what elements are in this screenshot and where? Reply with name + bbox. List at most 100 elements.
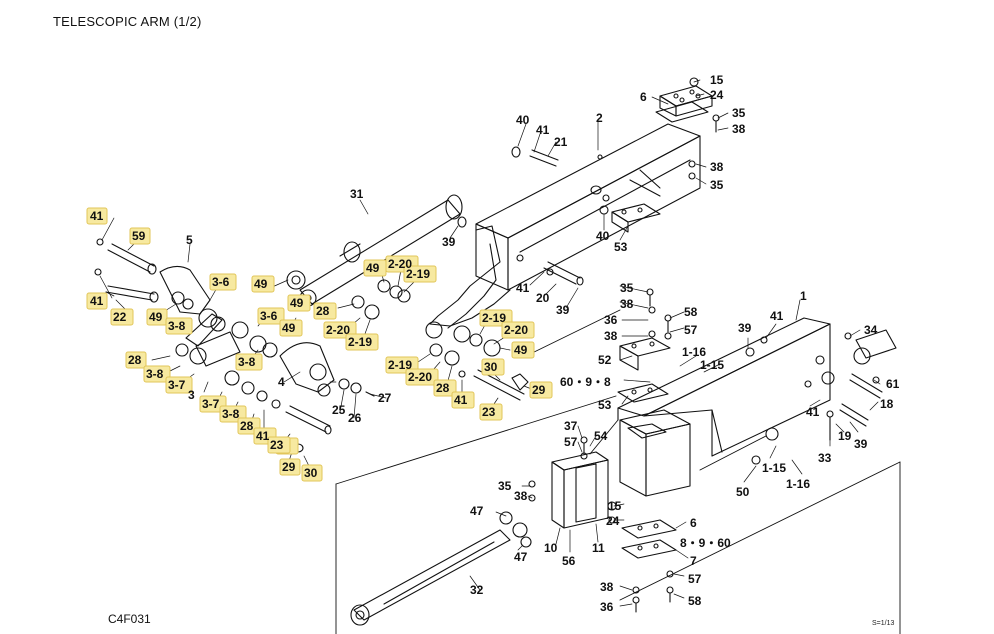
callout: 38 — [732, 122, 746, 136]
callout: 4 — [278, 375, 285, 389]
callout: 41 — [454, 393, 468, 407]
callout: 35 — [710, 178, 724, 192]
scale-note: S=1/13 — [872, 620, 895, 627]
callout: 23 — [270, 438, 284, 452]
middle-bushings — [351, 146, 584, 401]
part-callouts: 15 24 6 35 38 38 35 2 21 40 41 31 39 40 … — [90, 73, 900, 614]
callout: 22 — [113, 310, 127, 324]
callout: 3-8 — [238, 355, 256, 369]
callout: 3-6 — [212, 275, 230, 289]
callout: 49 — [282, 321, 296, 335]
lower-arm-box — [619, 409, 691, 497]
drawing-code: C4F031 — [108, 612, 151, 626]
callout: 27 — [378, 391, 392, 405]
callout: 35 — [620, 281, 634, 295]
callout: 49 — [254, 277, 268, 291]
callout: 7 — [690, 554, 697, 568]
callout: 3-7 — [168, 378, 186, 392]
callout: 41 — [806, 405, 820, 419]
callout: 2-20 — [388, 257, 412, 271]
callout: 58 — [688, 594, 702, 608]
callout: 29 — [282, 460, 296, 474]
callout: 3-8 — [146, 367, 164, 381]
callout: 24 — [710, 88, 724, 102]
callout: 11 — [592, 541, 605, 555]
top-plates — [655, 85, 713, 123]
callout: 35 — [498, 479, 512, 493]
cylinder-32 — [350, 511, 532, 626]
callout: 1-15 — [762, 461, 786, 475]
callout: 57 — [684, 323, 698, 337]
callout: 38 — [514, 489, 528, 503]
callout: 49 — [149, 310, 163, 324]
callout: 35 — [732, 106, 746, 120]
callout: 38 — [604, 329, 618, 343]
callout: 41 — [90, 209, 104, 223]
callout: 20 — [536, 291, 550, 305]
callout: 18 — [880, 397, 894, 411]
callout: 1-16 — [786, 477, 810, 491]
callout: 15 — [710, 73, 724, 87]
callout: 28 — [240, 419, 254, 433]
callout: 56 — [562, 554, 576, 568]
arm-bracket-53 — [611, 203, 661, 233]
callout: 38 — [620, 297, 634, 311]
callout: 6 — [690, 516, 697, 530]
callout: 39 — [556, 303, 570, 317]
assembly-guide-lines — [335, 309, 901, 634]
callout: 41 — [90, 294, 104, 308]
callout: 54 — [594, 429, 608, 443]
callout: 30 — [304, 466, 318, 480]
callout: 26 — [348, 411, 362, 425]
callout: 47 — [470, 504, 484, 518]
callout: 32 — [470, 583, 484, 597]
callout: 41 — [536, 123, 550, 137]
callout: 36 — [600, 600, 614, 614]
callout: 57 — [564, 435, 578, 449]
callout: 57 — [688, 572, 702, 586]
callout: 29 — [532, 383, 546, 397]
callout: 37 — [564, 419, 578, 433]
callout: 28 — [128, 353, 142, 367]
callout: 8・9・60 — [680, 536, 731, 550]
callout: 47 — [514, 550, 528, 564]
callout: 5 — [186, 233, 193, 247]
callout: 2-19 — [482, 311, 506, 325]
callout: 6 — [640, 90, 647, 104]
callout: 3-8 — [222, 407, 240, 421]
callout: 53 — [614, 240, 628, 254]
callout: 38 — [600, 580, 614, 594]
callout: 40 — [596, 229, 610, 243]
callout: 52 — [598, 353, 612, 367]
callout: 34 — [864, 323, 878, 337]
callout: 19 — [838, 429, 852, 443]
highlight-boxes — [86, 207, 553, 482]
callout: 49 — [366, 261, 380, 275]
callout: 41 — [770, 309, 784, 323]
callout: 21 — [554, 135, 568, 149]
callout: 24 — [606, 514, 620, 528]
callout: 15 — [608, 499, 622, 513]
page-title: TELESCOPIC ARM (1/2) — [53, 14, 202, 29]
callout: 3-6 — [260, 309, 278, 323]
callout: 61 — [886, 377, 900, 391]
callout: 1 — [800, 289, 807, 303]
callout: 28 — [436, 381, 450, 395]
callout: 39 — [854, 437, 868, 451]
lower-arm-beam — [617, 317, 897, 457]
bracket-52 — [619, 337, 671, 371]
callout: 31 — [350, 187, 364, 201]
callout: 2-20 — [326, 323, 350, 337]
callout: 58 — [684, 305, 698, 319]
callout: 38 — [710, 160, 724, 174]
bolts-and-washers — [94, 77, 880, 613]
callout: 39 — [738, 321, 752, 335]
callout: 3-8 — [168, 319, 186, 333]
callout: 28 — [316, 304, 330, 318]
callout: 39 — [442, 235, 456, 249]
callout: 1-15 — [700, 358, 724, 372]
callout: 2-19 — [388, 358, 412, 372]
callout: 2-20 — [504, 323, 528, 337]
